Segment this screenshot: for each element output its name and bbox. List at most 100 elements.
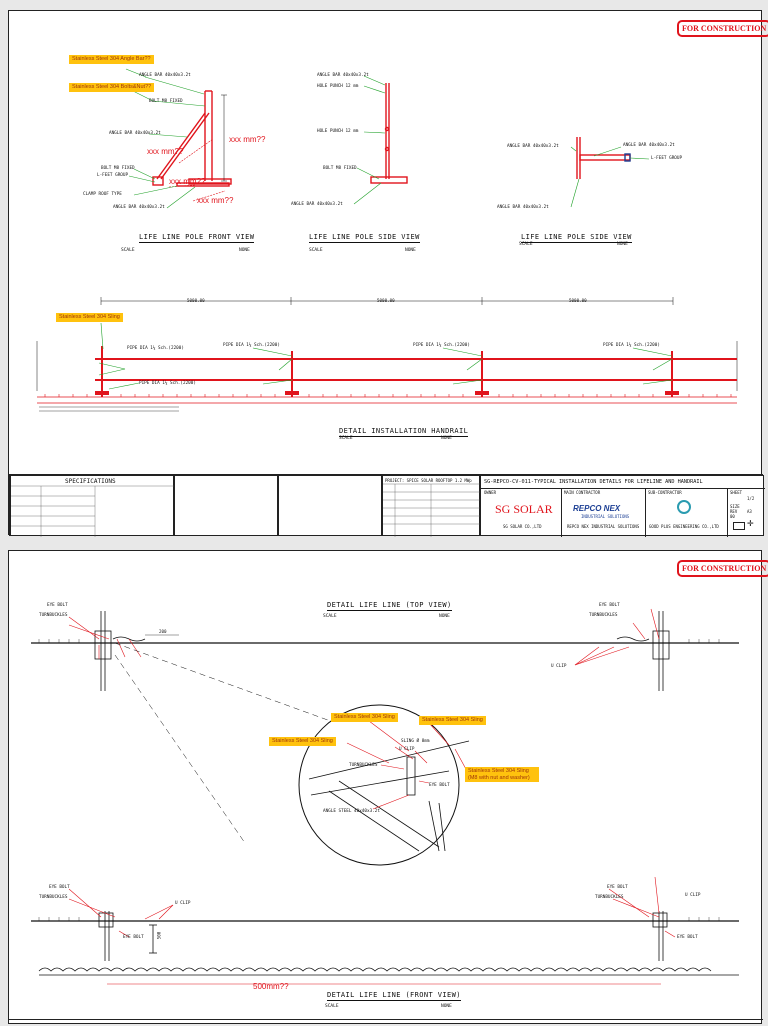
- handrail-label-2: PIPE DIA 1¼ Sch.(2200): [223, 343, 280, 348]
- handrail-label-3: PIPE DIA 1¼ Sch.(2200): [413, 343, 470, 348]
- owner-label: OWNER: [484, 490, 497, 495]
- side2-label-3: L-FEET GROUP: [651, 156, 683, 161]
- front-label-7: ANGLE BAR 40x40x3.2t: [113, 205, 165, 210]
- handrail-title: DETAIL INSTALLATION HANDRAIL: [339, 427, 469, 437]
- project-name: PROJECT: SPICE SOLAR ROOFTOP 1.2 MWp: [385, 478, 472, 483]
- top-eye-bolt-left: EYE BOLT: [47, 603, 68, 608]
- zoom-angle-steel-label: ANGLE STEEL 40x40x3.2t: [323, 809, 380, 814]
- drawing-title: SG-REPCO-CV-011-TYPICAL INSTALLATION DET…: [484, 479, 703, 485]
- side-label-1: ANGLE BAR 40x40x3.2t: [317, 73, 369, 78]
- side-label-5: ANGLE BAR 40x40x3.2t: [291, 202, 343, 207]
- handrail-dim-3: 5000.00: [569, 298, 587, 303]
- front-view-title-2: DETAIL LIFE LINE (FRONT VIEW): [327, 991, 461, 1001]
- top-scale-label: SCALE: [323, 614, 337, 619]
- specifications-title: SPECIFICATIONS: [65, 478, 116, 485]
- front-u-clip-right: U CLIP: [685, 893, 701, 898]
- dim-note-2: xxx mm??: [147, 147, 184, 156]
- front-view-title: LIFE LINE POLE FRONT VIEW: [139, 233, 255, 243]
- owner-name: SG SOLAR CO.,LTD: [503, 524, 542, 529]
- contractor-name: REPCO NEX INDUSTRIAL SOLUTIONS: [567, 524, 640, 529]
- drawing-sheet-2: FOR CONSTRUCTION: [8, 550, 768, 1024]
- approval-box: [278, 475, 382, 536]
- rev-label: REV: [730, 509, 738, 514]
- side-scale-value: NONE: [405, 248, 416, 253]
- side2-scale-value: NONE: [617, 242, 628, 247]
- front-dim-500: 500: [156, 931, 162, 940]
- top-dim-200: 200: [159, 629, 167, 634]
- repco-nex-logo: REPCO NEX: [573, 504, 621, 513]
- front-label-4: BOLT M8 FIXED: [101, 166, 135, 171]
- front-u-clip-left: U CLIP: [175, 901, 191, 906]
- compass-icon: ✛: [747, 519, 754, 528]
- zoom-eye-bolt-label: EYE BOLT: [429, 783, 450, 788]
- revision-notes-box: [174, 475, 278, 536]
- handrail-scale-value: NONE: [441, 436, 452, 441]
- top-u-clip-right: U CLIP: [551, 664, 567, 669]
- sheet1-drawing: [36, 68, 738, 412]
- front-label-1: ANGLE BAR 40x40x3.2t: [139, 73, 191, 78]
- front-label-6: CLAMP ROOF TYPE: [83, 192, 122, 197]
- front-turnbuckles-right: TURNBUCKLES: [595, 895, 624, 900]
- zoom-note-1: Stainless Steel 304 Sling: [331, 713, 398, 722]
- top-turnbuckles-left: TURNBUCKLES: [39, 613, 68, 618]
- handrail-dim-1: 5000.00: [187, 298, 205, 303]
- front-label-3: ANGLE BAR 40x40x3.2t: [109, 131, 161, 136]
- drawing-info-box: SG-REPCO-CV-011-TYPICAL INSTALLATION DET…: [480, 475, 765, 537]
- side2-view-title: LIFE LINE POLE SIDE VIEW: [521, 233, 632, 243]
- handrail-label-5: PIPE DIA 1¼ Sch.(2200): [139, 381, 196, 386]
- title-block: SPECIFICATIONS PROJECT: SPICE SOLAR ROOF…: [9, 474, 765, 537]
- sheet-label: SHEET: [730, 490, 743, 495]
- front-dim-red: 500mm??: [253, 982, 289, 991]
- side-scale-label: SCALE: [309, 248, 323, 253]
- projection-symbol-icon: [733, 522, 745, 530]
- front-scale-label: SCALE: [121, 248, 135, 253]
- project-box: PROJECT: SPICE SOLAR ROOFTOP 1.2 MWp: [382, 475, 481, 537]
- good-plus-logo-icon: [677, 500, 691, 514]
- zoom-sling-label: SLING Ø 8mm: [401, 739, 430, 744]
- side-view-title: LIFE LINE POLE SIDE VIEW: [309, 233, 420, 243]
- dim-note-1: xxx mm??: [229, 135, 266, 144]
- rev-value: 00: [730, 514, 735, 519]
- front-eye-bolt-left-2: EYE BOLT: [123, 935, 144, 940]
- handrail-label-4: PIPE DIA 1¼ Sch.(2200): [603, 343, 660, 348]
- front2-scale-label: SCALE: [325, 1004, 339, 1009]
- sheet-value: 1/2: [747, 496, 755, 501]
- subcontractor-label: SUB-CONTRACTOR: [648, 490, 682, 495]
- zoom-turnbuckles-label: TURNBUCKLES: [349, 763, 378, 768]
- front-eye-bolt-right: EYE BOLT: [607, 885, 628, 890]
- front-label-2: BOLT M8 FIXED: [149, 99, 183, 104]
- size-label: SIZE: [730, 504, 740, 509]
- zoom-note-4: Stainless Steel 304 Sling (M8 with nut a…: [465, 767, 539, 782]
- specifications-box: SPECIFICATIONS: [10, 475, 175, 537]
- side2-label-2: ANGLE BAR 40x40x3.2t: [623, 143, 675, 148]
- front-eye-bolt-left: EYE BOLT: [49, 885, 70, 890]
- sg-solar-logo: SG SOLAR: [495, 502, 553, 516]
- repco-nex-subtitle: INDUSTRIAL SOLUTIONS: [581, 514, 630, 519]
- dim-note-4: xxx mm??: [197, 196, 234, 205]
- front-scale-value: NONE: [239, 248, 250, 253]
- front-turnbuckles-left: TURNBUCKLES: [39, 895, 68, 900]
- zoom-note-3: Stainless Steel 304 Sling: [269, 737, 336, 746]
- top-turnbuckles-right: TURNBUCKLES: [589, 613, 618, 618]
- side-label-2: HOLE PUNCH 12 mm: [317, 84, 359, 89]
- top-scale-value: NONE: [439, 614, 450, 619]
- sheet2-drawing: [31, 608, 739, 985]
- for-construction-stamp: FOR CONSTRUCTION: [677, 20, 768, 37]
- contractor-label: MAIN CONTRACTOR: [564, 490, 601, 495]
- side2-label-1: ANGLE BAR 40x40x3.2t: [507, 144, 559, 149]
- handrail-scale-label: SCALE: [339, 436, 353, 441]
- zoom-u-clip-label: U CLIP: [399, 747, 415, 752]
- subcontractor-name: GOOD PLUS ENGINEERING CO.,LTD: [649, 524, 719, 529]
- side-label-4: BOLT M8 FIXED: [323, 166, 357, 171]
- top-eye-bolt-right: EYE BOLT: [599, 603, 620, 608]
- bolts-note: Stainless Steel 304 Bolts&Nut??: [69, 83, 155, 92]
- side2-scale-label: SCALE: [519, 242, 533, 247]
- front2-scale-value: NONE: [441, 1004, 452, 1009]
- size-value: A3: [747, 509, 752, 514]
- angle-bar-note: Stainless Steel 304 Angle Bar??: [69, 55, 154, 64]
- front-eye-bolt-right-2: EYE BOLT: [677, 935, 698, 940]
- drawing-sheet-1: FOR CONSTRUCTION: [8, 10, 768, 537]
- for-construction-stamp-2: FOR CONSTRUCTION: [677, 560, 768, 577]
- side2-label-4: ANGLE BAR 40x40x3.2t: [497, 205, 549, 210]
- dim-note-3: xxx mm??: [169, 177, 206, 186]
